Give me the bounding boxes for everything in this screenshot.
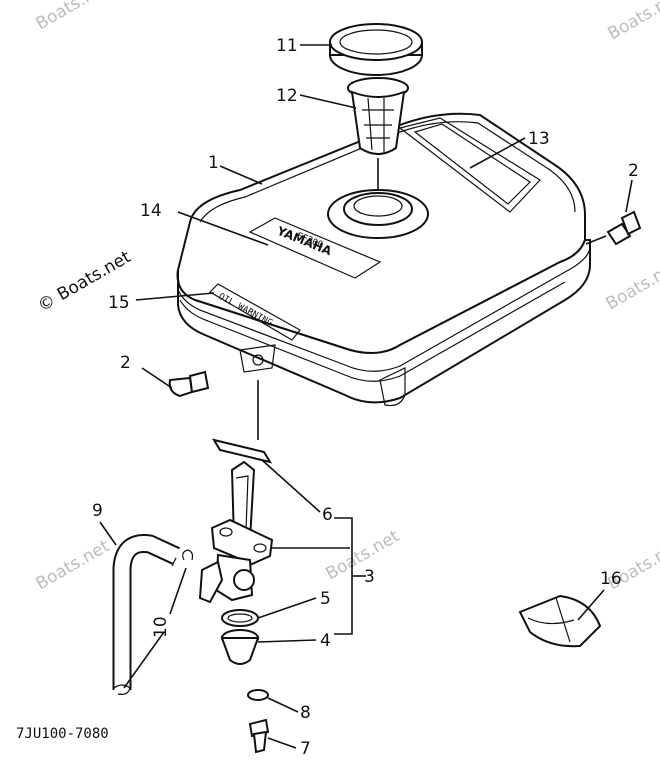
sediment-cup bbox=[220, 629, 260, 665]
fuel-tank: YAMAHA EF200 OIL WARNING bbox=[176, 112, 591, 407]
fuel-strainer bbox=[347, 77, 409, 155]
fuel-cock-gasket bbox=[211, 438, 273, 464]
callout-3: 3 bbox=[364, 567, 375, 587]
callout-8: 8 bbox=[300, 703, 311, 723]
callout-14: 14 bbox=[140, 201, 162, 221]
callout-10: 10 bbox=[151, 616, 171, 638]
watermark: Boats.net bbox=[603, 256, 660, 314]
callouts: 11 12 13 1 2 14 15 2 6 3 5 4 9 10 16 8 7 bbox=[92, 36, 639, 759]
callout-13: 13 bbox=[528, 129, 550, 149]
screw-left bbox=[168, 370, 210, 398]
fuel-cock bbox=[198, 460, 274, 604]
callout-7: 7 bbox=[300, 739, 311, 759]
drain-screw bbox=[248, 718, 270, 754]
callout-9: 9 bbox=[92, 501, 103, 521]
screw-right bbox=[606, 210, 642, 246]
diagram-code: 7JU100-7080 bbox=[16, 726, 109, 742]
callout-11: 11 bbox=[276, 36, 298, 56]
callout-4: 4 bbox=[320, 631, 331, 651]
fuel-cap bbox=[329, 23, 423, 76]
watermark: Boats.net bbox=[33, 536, 114, 594]
fuel-hose bbox=[112, 534, 180, 690]
callout-16: 16 bbox=[600, 569, 622, 589]
callout-2-left: 2 bbox=[120, 353, 131, 373]
watermark: Boats.net bbox=[33, 0, 114, 34]
hose-clip-lower bbox=[113, 684, 131, 695]
callout-5: 5 bbox=[320, 589, 331, 609]
hose-clip-upper bbox=[171, 549, 194, 567]
callout-15: 15 bbox=[108, 293, 130, 313]
callout-12: 12 bbox=[276, 86, 298, 106]
leader-lines bbox=[99, 44, 633, 749]
callout-2-right: 2 bbox=[628, 161, 639, 181]
watermark: Boats.net bbox=[605, 0, 660, 44]
rubber-sleeve bbox=[518, 594, 602, 648]
callout-6: 6 bbox=[322, 505, 333, 525]
washer bbox=[247, 689, 269, 701]
callout-1: 1 bbox=[208, 153, 219, 173]
